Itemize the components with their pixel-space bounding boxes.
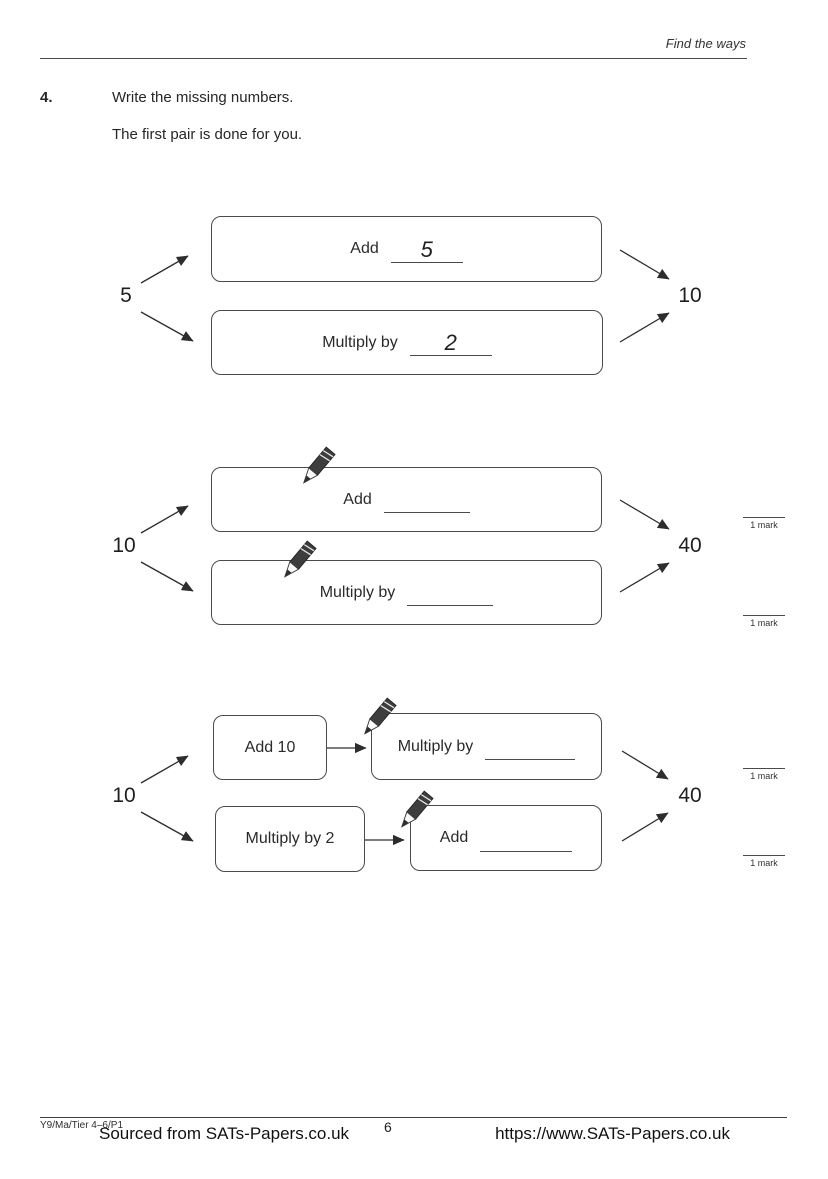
mark-line [743, 615, 785, 616]
diagram1-input-number: 5 [120, 284, 132, 307]
mark-line [743, 517, 785, 518]
box-label: Add [350, 240, 379, 257]
pencil-icon [401, 790, 434, 828]
answer-blank[interactable] [485, 733, 576, 760]
box-label: Add [439, 829, 469, 846]
diagram3-multiply-box: Multiply by [371, 713, 602, 780]
mark-label: 1 mark [750, 520, 778, 530]
answer-blank: 5 [390, 236, 463, 263]
diagram3-add-box: Add [410, 805, 602, 871]
page-number: 6 [384, 1119, 392, 1135]
section-title: Find the ways [665, 36, 746, 51]
diagram2-input-number: 10 [112, 534, 136, 557]
diagram1-output-number: 10 [678, 284, 702, 307]
mark-label: 1 mark [750, 771, 778, 781]
source-note-link[interactable]: Sourced from SATs-Papers.co.uk [99, 1124, 350, 1143]
answer-blank[interactable] [480, 825, 573, 852]
question-prompt: Write the missing numbers. [112, 89, 294, 106]
diagram1-add-box: Add 5 [211, 216, 602, 282]
footer-rule [40, 1117, 787, 1118]
question-number: 4. [40, 89, 53, 106]
mark-indicator: 1 mark [743, 855, 785, 868]
mark-label: 1 mark [750, 858, 778, 868]
diagram3-add10-box: Add 10 [213, 715, 327, 780]
pencil-icon [364, 697, 397, 735]
diagram3-input-number: 10 [112, 784, 136, 807]
mark-indicator: 1 mark [743, 768, 785, 781]
pencil-icon [303, 446, 336, 484]
answer-blank[interactable] [407, 579, 494, 606]
diagram2-add-box: Add [211, 467, 602, 532]
diagram2-multiply-box: Multiply by [211, 560, 602, 625]
mark-line [743, 768, 785, 769]
box-label: Multiply by [397, 737, 474, 755]
box-label: Multiply by 2 [245, 830, 335, 847]
answer-blank: 2 [409, 329, 492, 356]
answer-value: 5 [420, 236, 433, 262]
diagram3-output-number: 40 [678, 784, 702, 807]
diagram1-multiply-box: Multiply by 2 [211, 310, 603, 375]
box-label: Multiply by [319, 583, 396, 601]
box-label: Add 10 [244, 738, 296, 756]
mark-line [743, 855, 785, 856]
box-label: Multiply by [322, 333, 398, 351]
mark-indicator: 1 mark [743, 517, 785, 530]
mark-label: 1 mark [750, 618, 778, 628]
question-note: The first pair is done for you. [112, 126, 303, 143]
diagram2-output-number: 40 [678, 534, 702, 557]
answer-blank[interactable] [383, 486, 470, 513]
diagram3-multiply2-box: Multiply by 2 [215, 806, 365, 872]
website-link[interactable]: https://www.SATs-Papers.co.uk [495, 1124, 730, 1143]
paper-code: Y9/Ma/Tier 4–6/P1 [40, 1120, 124, 1131]
mark-indicator: 1 mark [743, 615, 785, 628]
box-label: Add [343, 490, 372, 508]
pencil-icon [284, 540, 317, 578]
answer-value: 2 [444, 330, 457, 355]
header-rule [40, 58, 747, 59]
